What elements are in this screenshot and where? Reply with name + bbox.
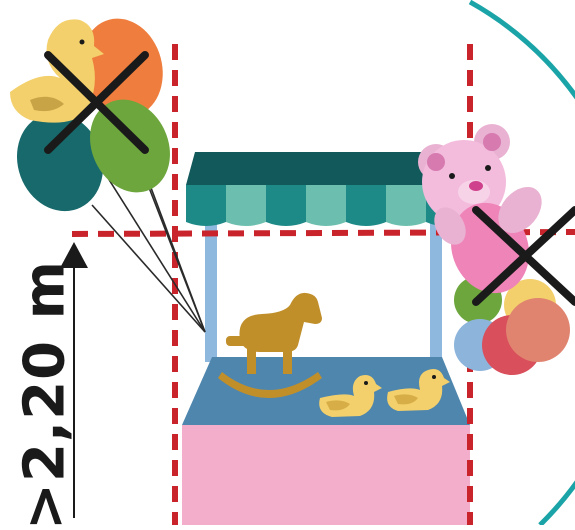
stall-counter-body	[182, 425, 470, 525]
market-stall	[182, 152, 470, 525]
stall-awning	[186, 185, 462, 226]
balloon-bunch-icon	[3, 9, 184, 223]
stall-post-right	[430, 222, 442, 362]
minimum-height-label: >2,20 m	[13, 260, 78, 530]
stall-post-left	[205, 222, 217, 362]
